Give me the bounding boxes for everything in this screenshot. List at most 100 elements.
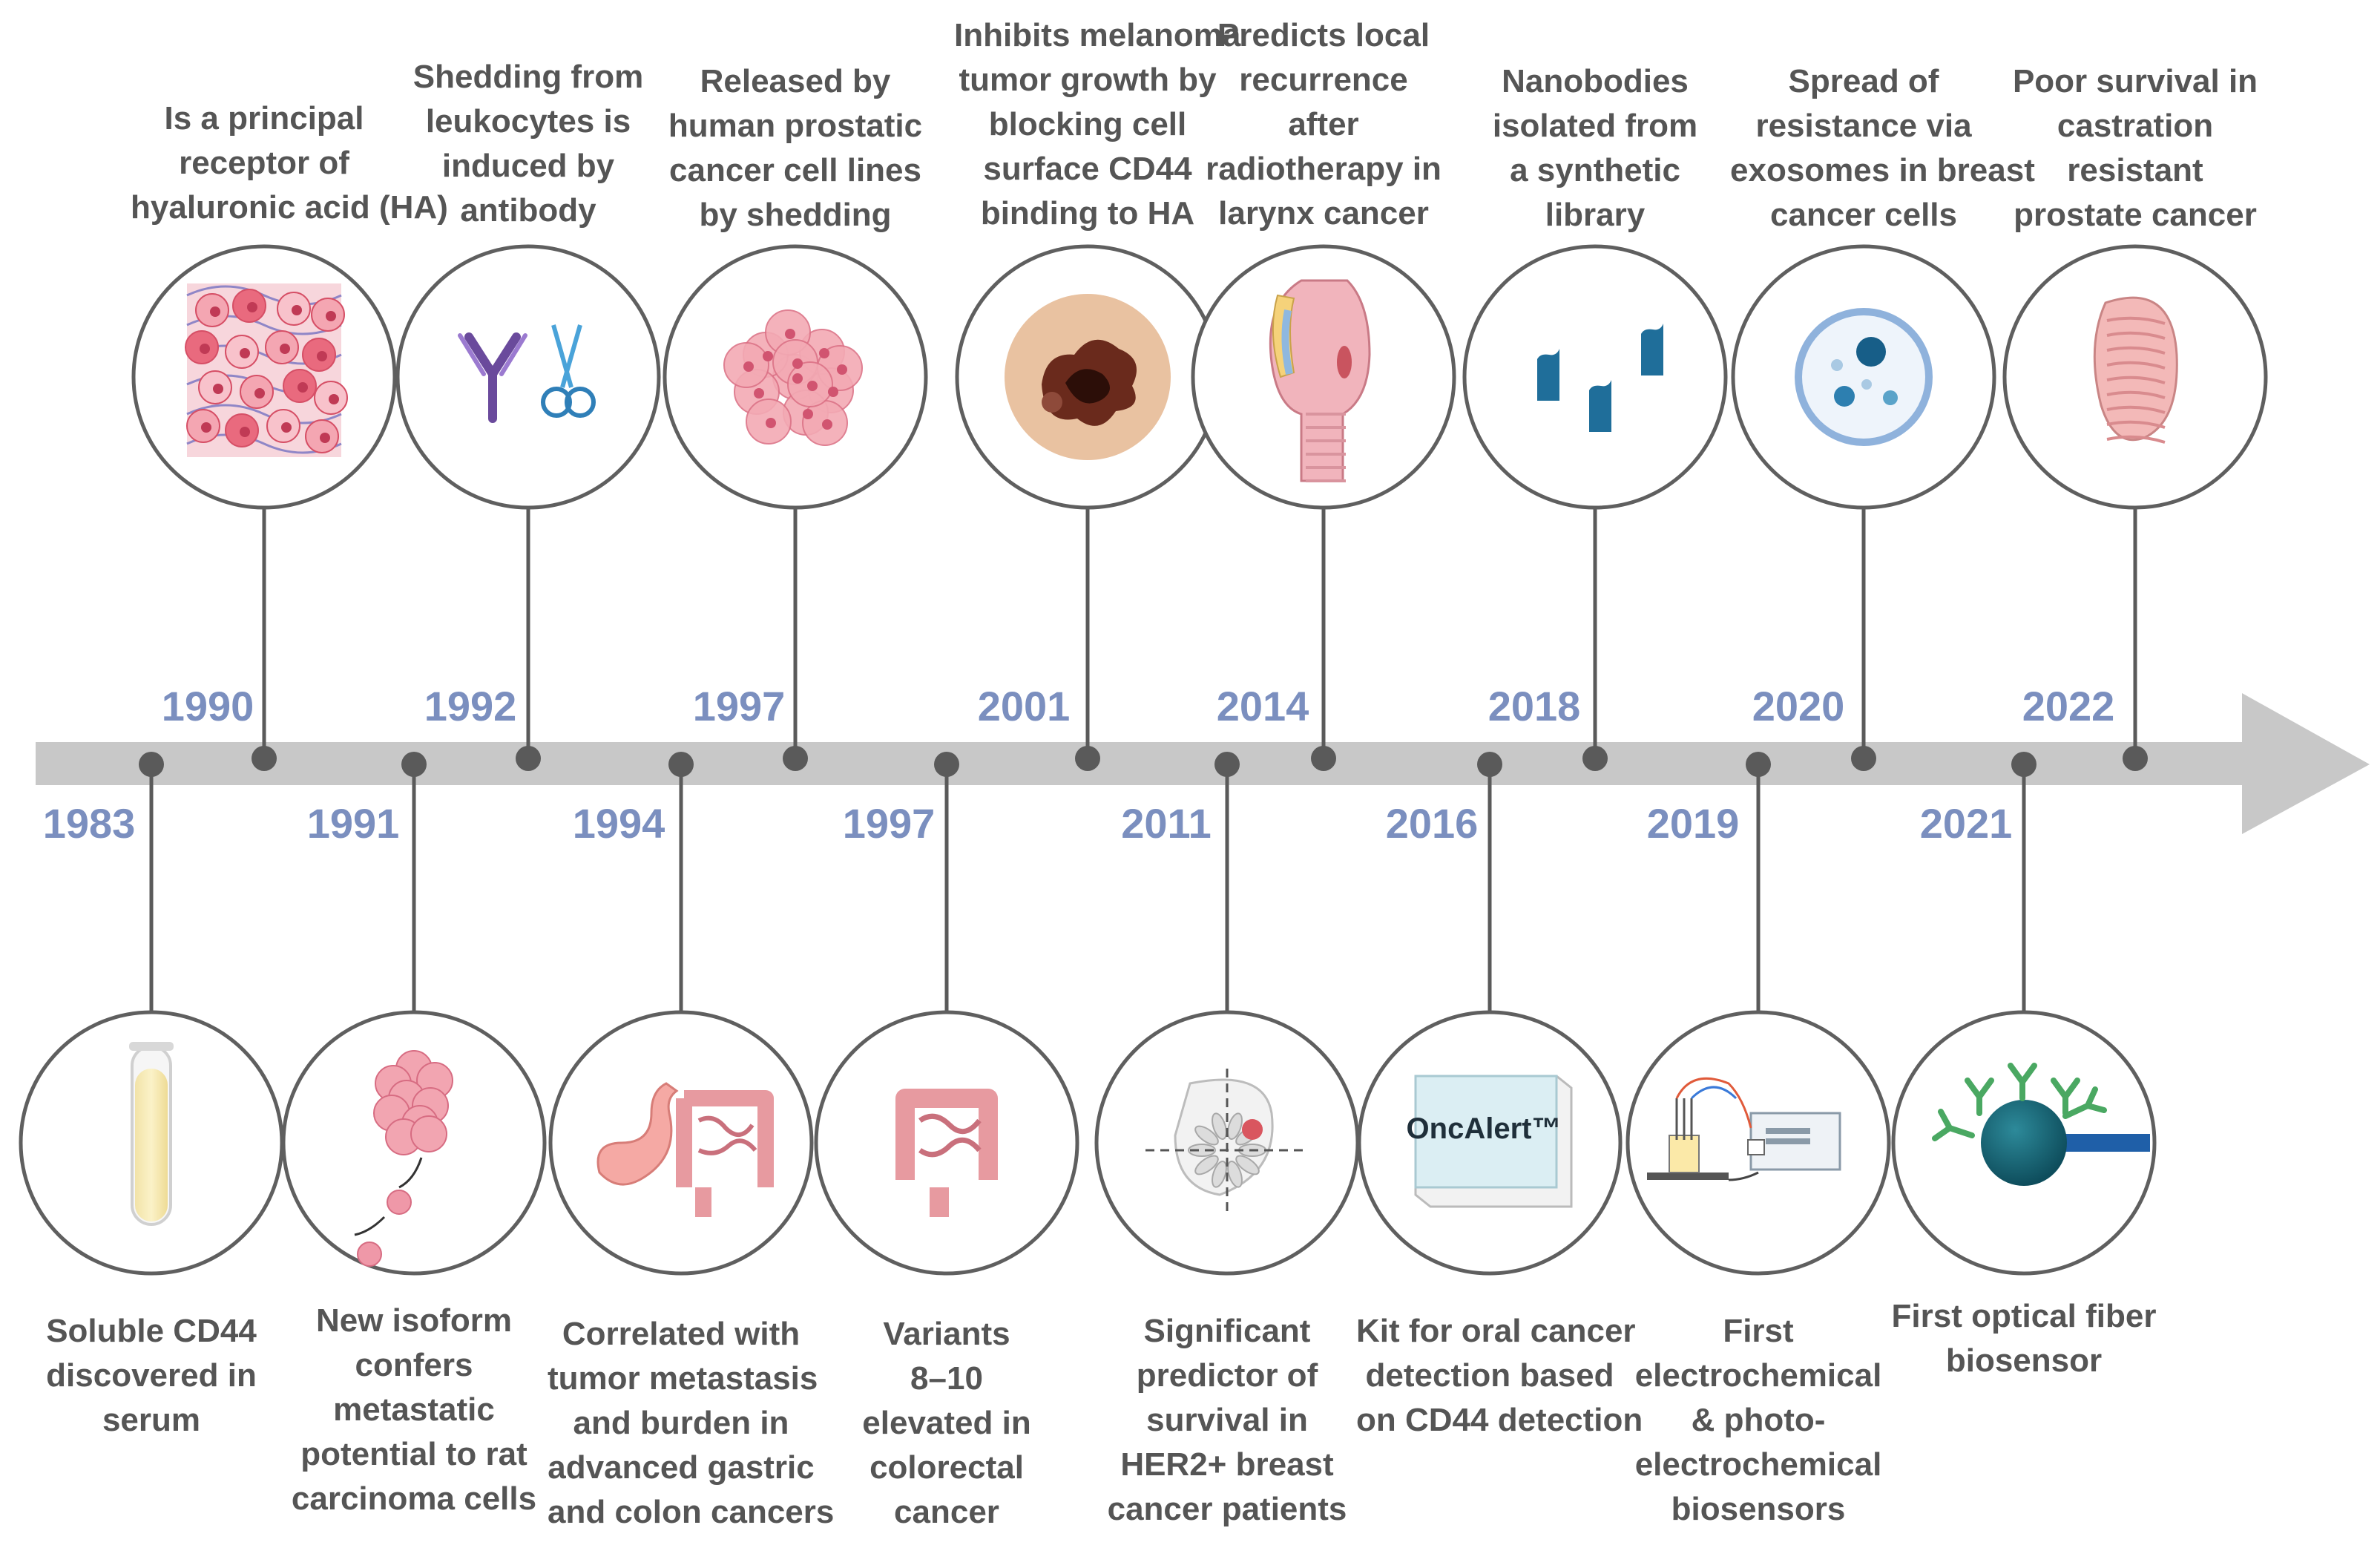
event-circle: [814, 1010, 1079, 1276]
timeline-bar: [36, 742, 2261, 785]
caption-line: biosensors: [1671, 1491, 1846, 1527]
year-label: 2016: [1385, 800, 1479, 847]
event-top-2022: [2002, 244, 2268, 771]
caption-line: prostate cancer: [2014, 197, 2257, 233]
caption-line: library: [1545, 197, 1646, 233]
caption-line: receptor of: [179, 145, 349, 181]
caption-line: colorectal: [870, 1449, 1024, 1486]
timeline-dot: [516, 746, 541, 771]
caption-line: recurrence: [1239, 62, 1408, 98]
event-top-2001: [955, 244, 1220, 771]
caption-line: carcinoma cells: [291, 1480, 537, 1517]
event-caption: First optical fiber biosensor: [1890, 1294, 2157, 1383]
caption-line: Correlated with: [562, 1316, 801, 1352]
caption-line: advanced gastric: [548, 1449, 815, 1486]
breast-tumor-icon: [1145, 1069, 1309, 1217]
year-label: 1983: [42, 800, 136, 847]
caption-line: on CD44 detection: [1356, 1402, 1643, 1438]
caption-line: predictor of: [1136, 1357, 1318, 1394]
caption-line: serum: [102, 1402, 201, 1438]
year-label: 1997: [842, 800, 936, 847]
caption-line: biosensor: [1945, 1342, 2103, 1379]
timeline-dot: [1477, 752, 1502, 777]
kit-box-icon: OncAlert™: [1407, 1075, 1573, 1208]
caption-line: metastatic: [333, 1391, 495, 1428]
caption-line: Kit for oral cancer: [1356, 1313, 1636, 1349]
year-label: 1994: [572, 800, 665, 847]
caption-line: 8–10: [910, 1360, 983, 1397]
caption-line: Soluble CD44: [46, 1313, 257, 1349]
caption-line: tumor metastasis: [548, 1360, 818, 1397]
timeline-dot: [252, 746, 277, 771]
year-label: 2021: [1919, 800, 2013, 847]
electrochemical-station-icon: [1647, 1077, 1841, 1181]
year-label: 1991: [306, 800, 400, 847]
caption-line: antibody: [460, 192, 596, 229]
cell-cluster-icon: [723, 309, 863, 446]
caption-line: cancer cell lines: [669, 152, 921, 188]
caption-line: larynx cancer: [1218, 195, 1429, 232]
caption-line: induced by: [441, 148, 615, 184]
caption-line: isolated from: [1492, 108, 1698, 144]
caption-line: confers: [355, 1347, 473, 1383]
caption-line: Is a principal: [164, 100, 364, 137]
year-label: 2001: [977, 683, 1071, 729]
timeline-dot: [401, 752, 427, 777]
event-bottom-1994: [548, 752, 814, 1276]
caption-line: electrochemical: [1634, 1446, 1882, 1483]
year-label: 2019: [1646, 800, 1740, 847]
caption-line: electrochemical: [1634, 1357, 1882, 1394]
caption-line: Shedding from: [412, 59, 644, 95]
caption-line: First optical fiber: [1891, 1298, 2157, 1334]
event-top-2018: [1462, 244, 1728, 771]
event-top-1992: [395, 244, 661, 771]
event-bottom-1983: [19, 752, 284, 1276]
caption-line: human prostatic: [668, 108, 923, 144]
caption-line: & photo-: [1691, 1402, 1826, 1438]
caption-line: HER2+ breast: [1120, 1446, 1334, 1483]
caption-line: exosomes in breast: [1730, 152, 2035, 188]
timeline-dot: [1214, 752, 1240, 777]
timeline-arrowhead: [2242, 693, 2370, 834]
caption-line: elevated in: [862, 1405, 1031, 1441]
test-tube-icon: [129, 1042, 174, 1226]
timeline-dot: [2011, 752, 2037, 777]
event-circle: [395, 244, 661, 510]
timeline-dot: [783, 746, 808, 771]
year-label: 1990: [161, 683, 254, 729]
caption-line: after: [1288, 106, 1359, 142]
antibody-scissors-icon: [458, 324, 596, 423]
event-bottom-1997: [814, 752, 1079, 1276]
caption-line: Significant: [1143, 1313, 1311, 1349]
caption-line: Nanobodies: [1502, 63, 1689, 99]
caption-line: by shedding: [699, 197, 892, 233]
caption-line: hyaluronic acid (HA): [131, 189, 448, 226]
larynx-icon: [1269, 279, 1371, 482]
colon-icon: [895, 1089, 998, 1217]
caption-line: cancer cells: [1770, 197, 1957, 233]
event-bottom-2021: [1891, 752, 2157, 1276]
year-label: 1997: [692, 683, 786, 729]
prostate-icon: [2093, 296, 2178, 444]
event-bottom-2011: [1094, 752, 1360, 1276]
event-caption: Is a principal receptor of hyaluronic acid…: [131, 96, 448, 230]
timeline-dot: [1311, 746, 1336, 771]
caption-line: cancer: [894, 1494, 999, 1530]
timeline-dot: [2123, 746, 2148, 771]
caption-line: radiotherapy in: [1206, 151, 1442, 187]
timeline-dot: [668, 752, 694, 777]
kit-brand-label: OncAlert™: [1407, 1112, 1562, 1145]
timeline-dot: [1746, 752, 1771, 777]
caption-line: Predicts local: [1217, 17, 1430, 53]
caption-line: Inhibits melanoma: [954, 17, 1241, 53]
event-top-2014: [1191, 244, 1456, 771]
caption-line: First: [1723, 1313, 1794, 1349]
